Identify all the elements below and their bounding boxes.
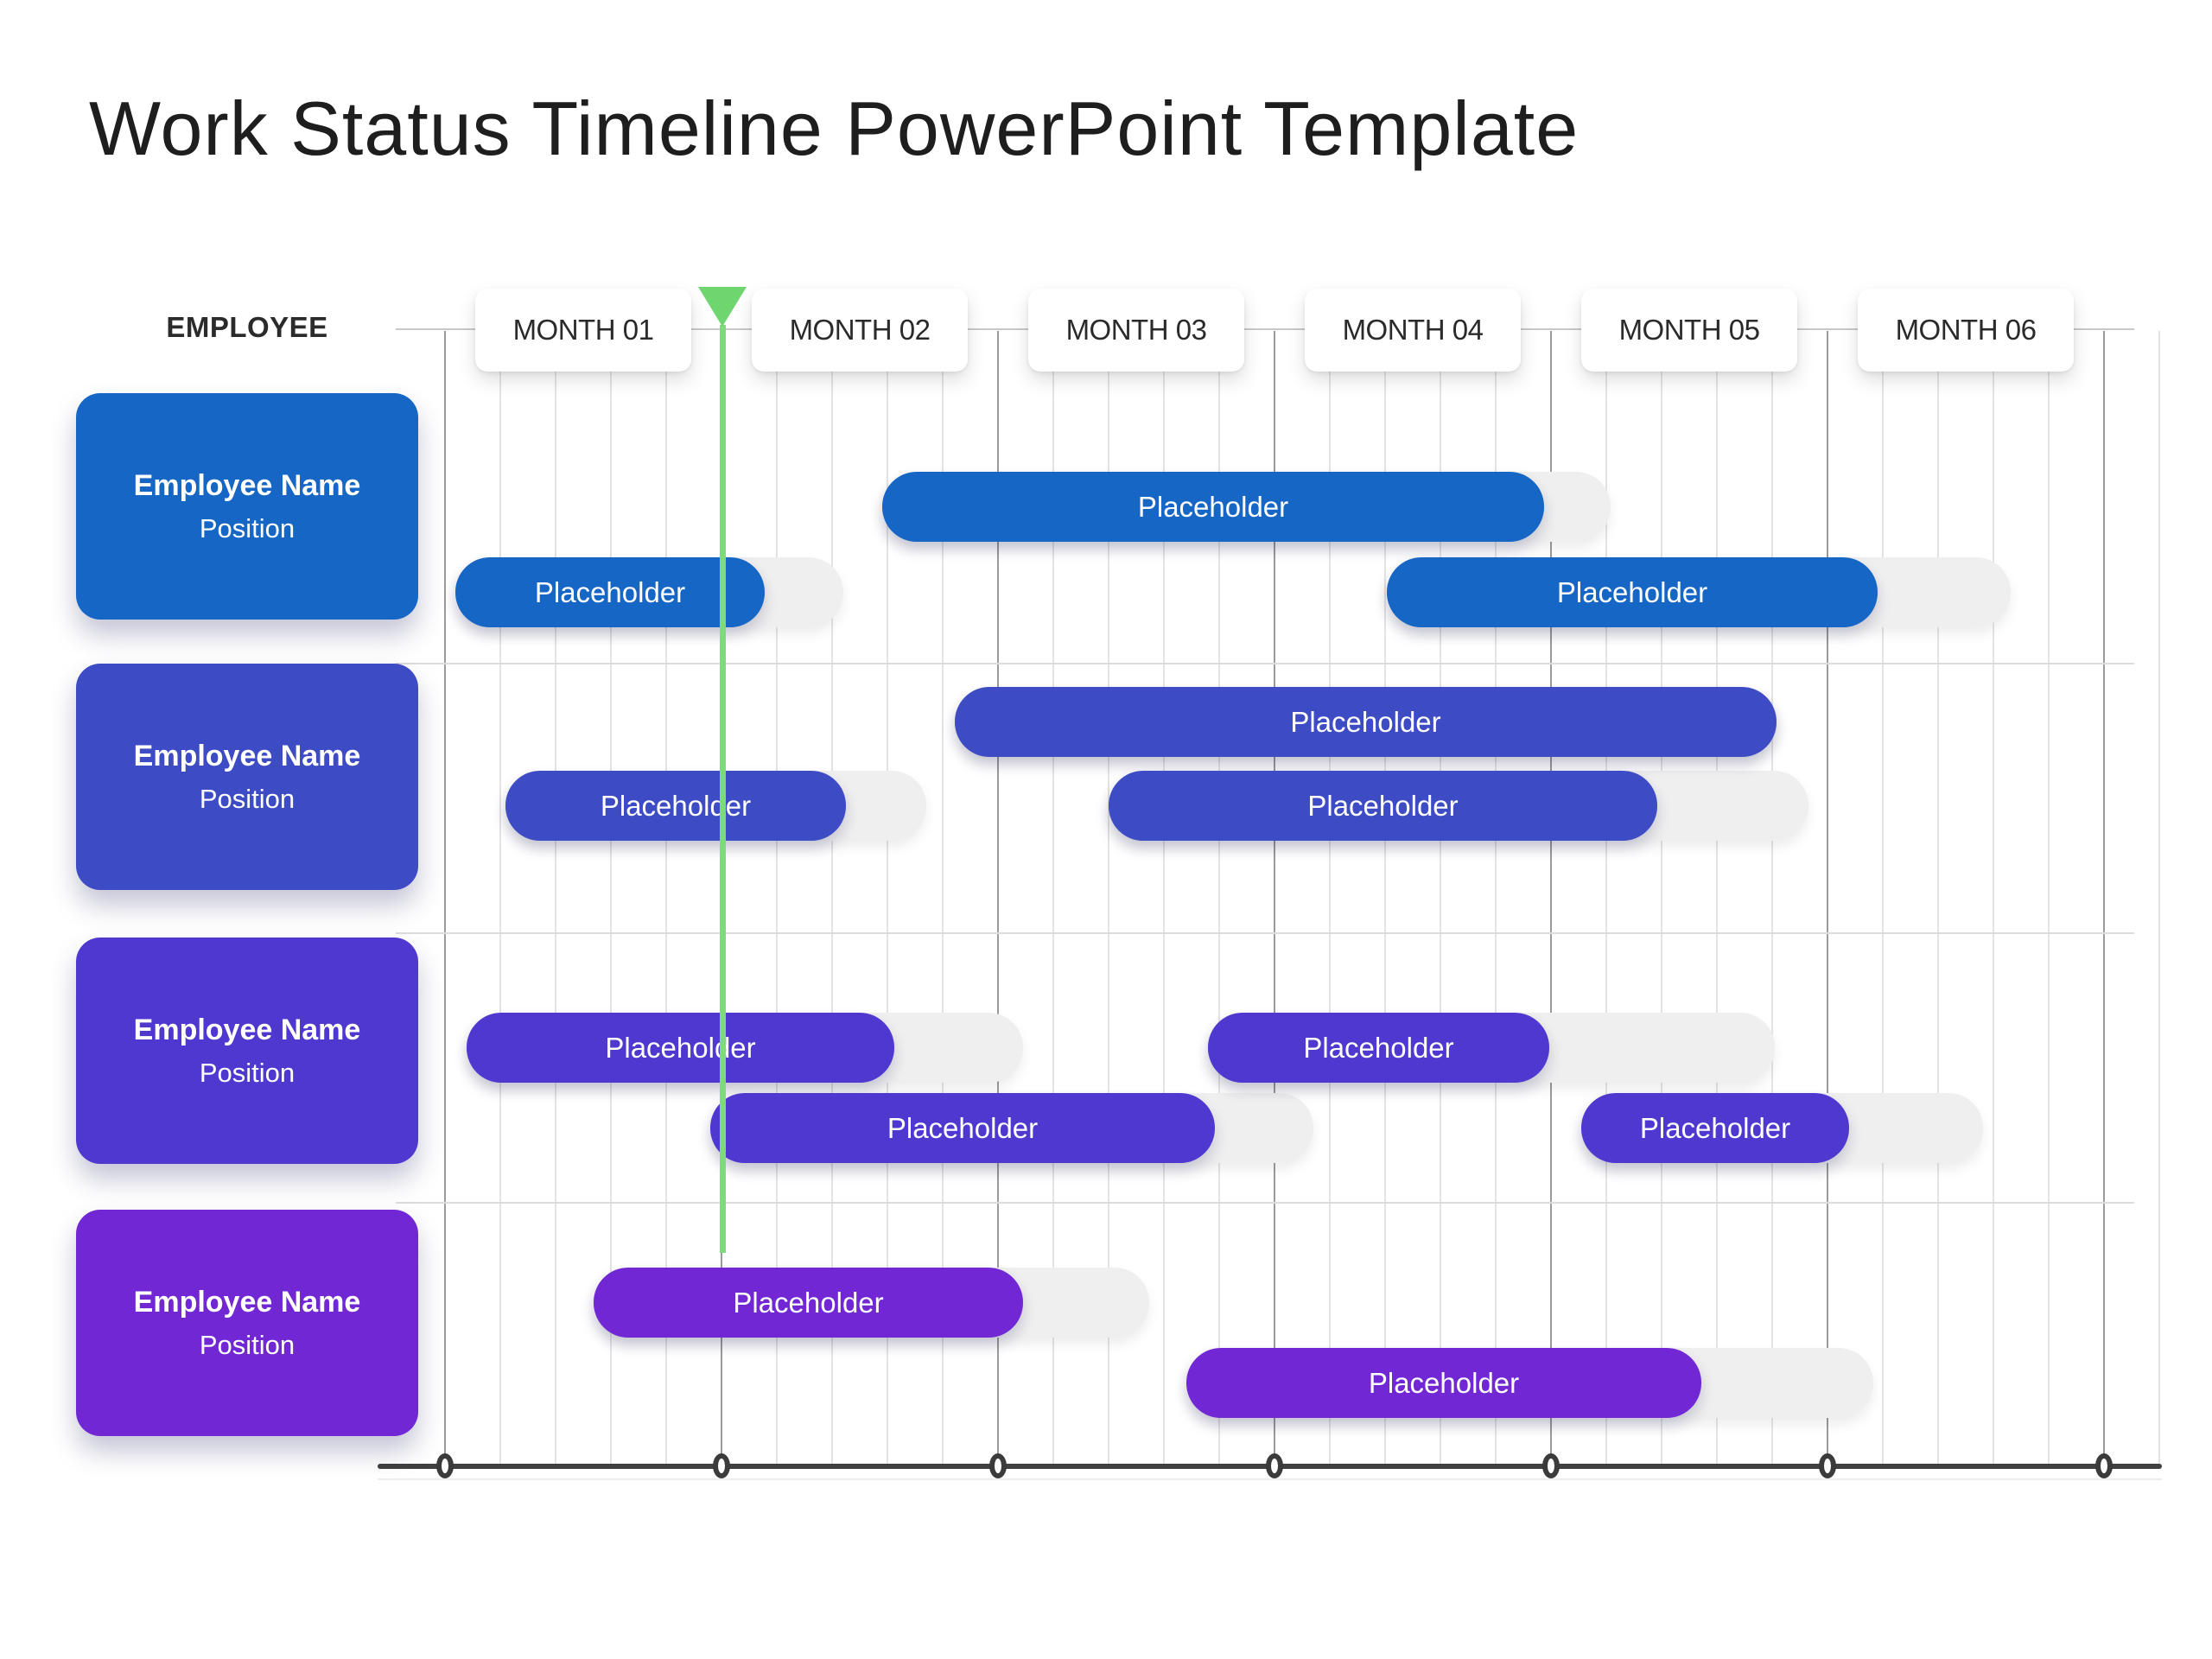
- grid-minor-line: [499, 331, 501, 1466]
- gantt-bar[interactable]: Placeholder: [710, 1093, 1215, 1163]
- grid-minor-line: [1993, 331, 1994, 1466]
- axis-month-marker: [2095, 1453, 2113, 1478]
- axis-month-marker: [713, 1453, 730, 1478]
- grid-minor-line: [2048, 331, 2050, 1466]
- employee-position: Position: [199, 783, 296, 814]
- grid-minor-line: [1052, 331, 1054, 1466]
- month-header-card[interactable]: MONTH 05: [1581, 289, 1797, 372]
- grid-minor-line: [887, 331, 888, 1466]
- employee-card[interactable]: Employee Name Position: [76, 393, 418, 620]
- month-header-card[interactable]: MONTH 03: [1028, 289, 1244, 372]
- gantt-bar[interactable]: Placeholder: [467, 1013, 894, 1083]
- grid-major-line: [444, 331, 446, 1466]
- grid-minor-line: [942, 331, 944, 1466]
- employee-name: Employee Name: [133, 1013, 361, 1046]
- grid-minor-line: [1384, 331, 1386, 1466]
- grid-minor-line: [610, 331, 612, 1466]
- row-separator: [396, 932, 2134, 934]
- slide-title: Work Status Timeline PowerPoint Template: [89, 86, 1580, 171]
- timeline-header-line: [396, 328, 2134, 330]
- month-label: MONTH 06: [1895, 314, 2037, 346]
- axis-month-marker: [1819, 1453, 1836, 1478]
- axis-month-marker: [436, 1453, 454, 1478]
- month-label: MONTH 03: [1065, 314, 1207, 346]
- grid-minor-line: [555, 331, 556, 1466]
- gantt-bar-label: Placeholder: [733, 1286, 884, 1319]
- gantt-bar-label: Placeholder: [1303, 1031, 1454, 1064]
- grid-minor-line: [776, 331, 778, 1466]
- grid-minor-line: [1108, 331, 1109, 1466]
- axis-month-marker: [989, 1453, 1007, 1478]
- row-separator: [396, 663, 2134, 664]
- employee-position: Position: [199, 512, 296, 543]
- gantt-bar[interactable]: Placeholder: [1387, 557, 1878, 627]
- axis-underline: [378, 1478, 2162, 1480]
- gantt-bar[interactable]: Placeholder: [594, 1268, 1023, 1338]
- grid-minor-line: [1329, 331, 1331, 1466]
- employee-name: Employee Name: [133, 468, 361, 502]
- current-date-marker-triangle-icon[interactable]: [698, 287, 747, 327]
- gantt-bar[interactable]: Placeholder: [1186, 1348, 1701, 1418]
- employee-card[interactable]: Employee Name Position: [76, 938, 418, 1164]
- gantt-bar[interactable]: Placeholder: [1581, 1093, 1849, 1163]
- gantt-bar-label: Placeholder: [534, 575, 686, 608]
- grid-minor-line: [1495, 331, 1497, 1466]
- grid-major-line: [1550, 331, 1552, 1466]
- current-date-marker-line: [720, 325, 726, 1253]
- month-header-card[interactable]: MONTH 04: [1305, 289, 1521, 372]
- gantt-bar[interactable]: Placeholder: [1109, 771, 1657, 841]
- grid-minor-line: [1937, 331, 1939, 1466]
- row-separator: [396, 1202, 2134, 1204]
- grid-major-line: [1274, 331, 1275, 1466]
- gantt-bar-label: Placeholder: [1307, 789, 1459, 822]
- grid-minor-line: [831, 331, 833, 1466]
- grid-minor-line: [2158, 331, 2160, 1466]
- grid-minor-line: [1882, 331, 1884, 1466]
- month-label: MONTH 01: [512, 314, 654, 346]
- gantt-bar-label: Placeholder: [1137, 490, 1289, 523]
- grid-minor-line: [1605, 331, 1607, 1466]
- gantt-bar-label: Placeholder: [887, 1111, 1039, 1144]
- gantt-bar[interactable]: Placeholder: [455, 557, 765, 627]
- employee-card[interactable]: Employee Name Position: [76, 1210, 418, 1436]
- gantt-bar-label: Placeholder: [1290, 705, 1441, 738]
- month-header-card[interactable]: MONTH 06: [1858, 289, 2074, 372]
- grid-minor-line: [665, 331, 667, 1466]
- employee-column-header: EMPLOYEE: [166, 311, 328, 343]
- gantt-bar[interactable]: Placeholder: [882, 472, 1544, 542]
- grid-minor-line: [1218, 331, 1220, 1466]
- gantt-bar[interactable]: Placeholder: [955, 687, 1777, 757]
- month-label: MONTH 05: [1618, 314, 1760, 346]
- gantt-bar-label: Placeholder: [1556, 575, 1708, 608]
- month-header-card[interactable]: MONTH 02: [752, 289, 968, 372]
- gantt-bar-label: Placeholder: [1368, 1366, 1520, 1399]
- grid-minor-line: [1716, 331, 1718, 1466]
- month-header-card[interactable]: MONTH 01: [475, 289, 691, 372]
- employee-card[interactable]: Employee Name Position: [76, 664, 418, 890]
- employee-position: Position: [199, 1057, 296, 1088]
- grid-minor-line: [1661, 331, 1662, 1466]
- month-label: MONTH 04: [1342, 314, 1484, 346]
- gantt-bar[interactable]: Placeholder: [1208, 1013, 1549, 1083]
- grid-major-line: [1827, 331, 1828, 1466]
- grid-major-line: [997, 331, 999, 1466]
- axis-month-marker: [1266, 1453, 1283, 1478]
- employee-name: Employee Name: [133, 1285, 361, 1319]
- gantt-bar[interactable]: Placeholder: [505, 771, 846, 841]
- gantt-bar-label: Placeholder: [1639, 1111, 1791, 1144]
- axis-month-marker: [1542, 1453, 1560, 1478]
- grid-minor-line: [1440, 331, 1441, 1466]
- gantt-bar-label: Placeholder: [605, 1031, 756, 1064]
- grid-major-line: [2103, 331, 2105, 1466]
- grid-minor-line: [1163, 331, 1165, 1466]
- grid-minor-line: [1771, 331, 1773, 1466]
- gantt-bar-label: Placeholder: [600, 789, 752, 822]
- employee-name: Employee Name: [133, 739, 361, 772]
- employee-position: Position: [199, 1329, 296, 1360]
- month-label: MONTH 02: [789, 314, 931, 346]
